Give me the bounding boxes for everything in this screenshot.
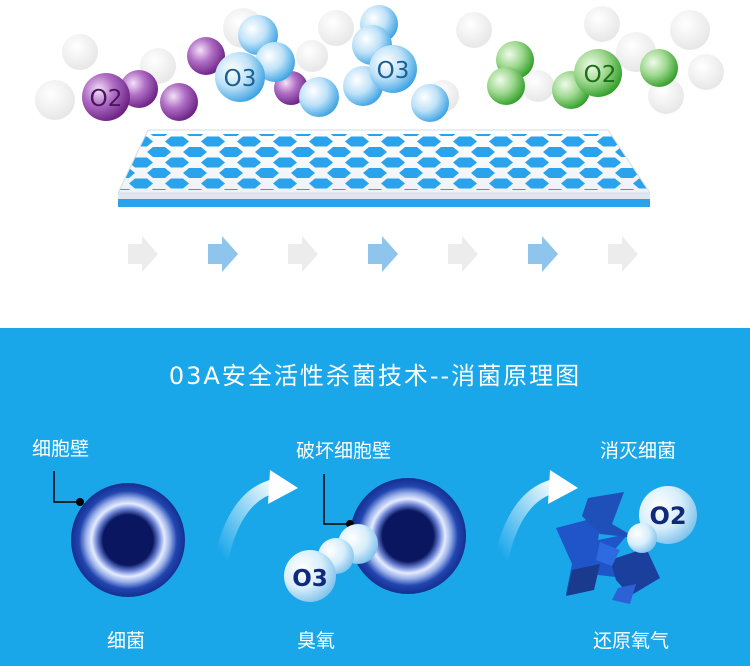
curved-arrow-icon	[495, 470, 578, 563]
o2-molecule-green: O2	[487, 41, 678, 109]
ozone-label: 臭氧	[297, 630, 336, 652]
break-cell-wall-label: 破坏细胞壁	[296, 440, 392, 462]
arrow-faint-icon	[288, 236, 318, 272]
o3-left-label: O3	[224, 66, 257, 92]
arrow-active-icon	[208, 236, 238, 272]
diagram-title: 03A安全活性杀菌技术--消菌原理图	[168, 362, 582, 390]
sterilization-diagram: O3 O2	[53, 470, 697, 604]
kill-bacteria-label: 消灭细菌	[600, 440, 677, 462]
o3-right-label: O3	[377, 58, 410, 84]
o3-ozone-label: O3	[292, 566, 328, 592]
o2-oxygen-label: O2	[649, 502, 686, 530]
bacteria-fragments	[556, 492, 660, 604]
arrow-active-icon	[528, 236, 558, 272]
bacterium-cell	[53, 471, 185, 597]
o3-ozone-molecule: O3	[284, 524, 378, 602]
curved-arrow-icon	[215, 470, 298, 563]
bottom-panel: O3 O2	[0, 328, 750, 666]
bacteria-label: 细菌	[107, 630, 146, 652]
o3-molecule-right: O3	[343, 5, 449, 122]
o2-oxygen-molecule: O2	[627, 486, 697, 553]
o2-purple-label: O2	[90, 86, 123, 112]
arrow-faint-icon	[608, 236, 638, 272]
top-panel: O2 O3 O3 O2	[0, 0, 750, 328]
restore-oxygen-label: 还原氧气	[593, 630, 670, 652]
filter-slab	[117, 129, 651, 207]
arrow-faint-icon	[128, 236, 158, 272]
o2-green-label: O2	[584, 62, 617, 88]
cell-wall-label: 细胞壁	[32, 438, 90, 460]
flow-arrows	[128, 236, 638, 272]
filter-illustration: O2 O3 O3 O2	[35, 5, 724, 272]
damaged-cell	[323, 474, 466, 594]
o3-molecule-left: O3	[215, 15, 339, 117]
arrow-faint-icon	[448, 236, 478, 272]
arrow-active-icon	[368, 236, 398, 272]
